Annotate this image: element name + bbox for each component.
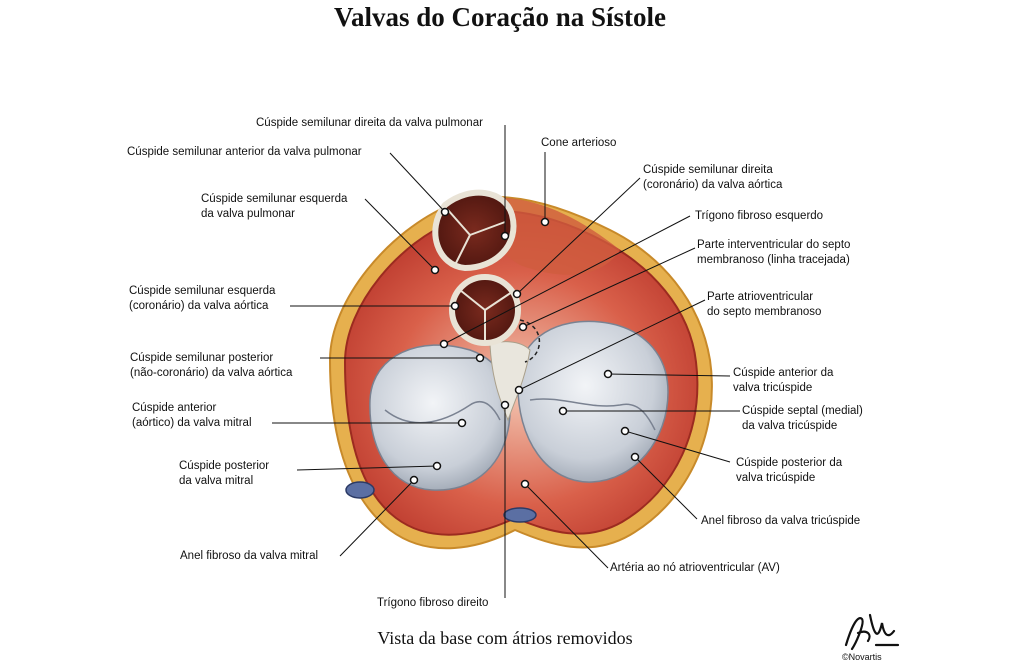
label-aortic-right-line1: Cúspide semilunar direita — [643, 164, 773, 176]
label-mitral-posterior-line1: Cúspide posterior — [179, 460, 270, 472]
mitral-valve — [369, 344, 511, 491]
leader-mitral-annulus — [339, 479, 415, 557]
label-tricuspid-septal-line2: da valva tricúspide — [742, 420, 838, 432]
label-mitral-posterior-line2: da valva mitral — [179, 475, 254, 487]
dot-interventricular — [518, 322, 528, 332]
dot-tricuspid-septal — [558, 406, 568, 416]
leader-interventricular — [522, 247, 696, 328]
label-tricuspid-anterior-line2: valva tricúspide — [733, 382, 813, 394]
label-aortic-posterior-line2: (não-coronário) da valva aórtica — [130, 367, 293, 379]
dot-left-trigone — [439, 339, 449, 349]
leader-aortic-right — [516, 177, 641, 295]
label-tricuspid-posterior-line1: Cúspide posterior da — [736, 457, 843, 469]
figure-caption: Vista da base com átrios removidos — [377, 628, 633, 648]
dot-aortic-posterior — [475, 353, 485, 363]
label-mitral-anterior-line2: (aórtico) da valva mitral — [132, 417, 252, 429]
label-aortic-left-line1: Cúspide semilunar esquerda — [129, 285, 276, 297]
leader-lines — [272, 125, 740, 598]
leader-left-trigone — [443, 215, 691, 345]
label-aortic-left-line2: (coronário) da valva aórtica — [129, 300, 269, 312]
label-pulm-anterior: Cúspide semilunar anterior da valva pulm… — [127, 146, 362, 158]
dot-mitral-anterior — [457, 418, 467, 428]
label-right-trigone: Trígono fibroso direito — [377, 597, 489, 609]
leader-tricuspid-posterior — [624, 430, 731, 463]
label-pulm-left-line1: Cúspide semilunar esquerda — [201, 193, 348, 205]
leader-pulm-anterior — [389, 152, 446, 213]
membranous-septum-dashed-line — [519, 319, 541, 363]
coronary-sinus-left — [345, 481, 375, 499]
label-atrioventricular-line2: do septo membranoso — [707, 306, 822, 318]
dot-tricuspid-posterior — [620, 426, 630, 436]
dot-aortic-left — [450, 301, 460, 311]
page-title: Valvas do Coração na Sístole — [333, 2, 667, 32]
copyright-text: ©Novartis — [842, 652, 882, 662]
label-pulm-right: Cúspide semilunar direita da valva pulmo… — [256, 117, 483, 129]
dot-av-artery — [520, 479, 530, 489]
dot-tricuspid-annulus — [630, 452, 640, 462]
leader-av-artery — [524, 483, 609, 569]
label-mitral-annulus: Anel fibroso da valva mitral — [180, 550, 319, 562]
label-pulm-left-line2: da valva pulmonar — [201, 208, 295, 220]
label-aortic-right-line2: (coronário) da valva aórtica — [643, 179, 783, 191]
label-interventricular-line2: membranoso (linha tracejada) — [697, 254, 850, 266]
label-tricuspid-annulus: Anel fibroso da valva tricúspide — [701, 515, 861, 527]
dot-mitral-annulus — [409, 475, 419, 485]
label-conus: Cone arterioso — [541, 137, 617, 149]
leader-pulm-left — [364, 198, 436, 271]
dot-pulm-left — [430, 265, 440, 275]
mitral-commissure-line — [384, 400, 501, 424]
pulmonary-cusp-lines — [447, 209, 506, 266]
label-aortic-posterior-line1: Cúspide semilunar posterior — [130, 352, 274, 364]
dot-conus — [540, 217, 550, 227]
dot-right-trigone — [500, 400, 510, 410]
artist-signature-logo — [844, 613, 900, 651]
leader-atrioventricular — [518, 299, 706, 391]
coronary-vessel-bottom — [503, 507, 537, 523]
tricuspid-valve — [517, 320, 669, 483]
label-atrioventricular-line1: Parte atrioventricular — [707, 291, 814, 303]
pulmonary-valve — [432, 189, 517, 272]
tricuspid-commissure-line — [529, 398, 656, 431]
label-left-trigone: Trígono fibroso esquerdo — [695, 210, 824, 222]
label-dots — [409, 207, 640, 489]
dot-aortic-right — [512, 289, 522, 299]
label-interventricular-line1: Parte interventricular do septo — [697, 239, 851, 251]
aortic-cusp-lines — [459, 289, 513, 343]
dot-atrioventricular — [514, 385, 524, 395]
label-tricuspid-posterior-line2: valva tricúspide — [736, 472, 816, 484]
label-av-node-artery: Artéria ao nó atrioventricular (AV) — [610, 562, 780, 574]
leader-tricuspid-anterior — [607, 373, 731, 377]
leader-tricuspid-annulus — [634, 456, 698, 520]
label-tricuspid-septal-line1: Cúspide septal (medial) — [742, 405, 863, 417]
dot-pulm-anterior — [440, 207, 450, 217]
dot-mitral-posterior — [432, 461, 442, 471]
dot-pulm-right — [500, 231, 510, 241]
dot-tricuspid-anterior — [603, 369, 613, 379]
leader-mitral-posterior — [296, 465, 438, 471]
label-mitral-anterior-line1: Cúspide anterior — [132, 402, 217, 414]
label-tricuspid-anterior-line1: Cúspide anterior da — [733, 367, 834, 379]
